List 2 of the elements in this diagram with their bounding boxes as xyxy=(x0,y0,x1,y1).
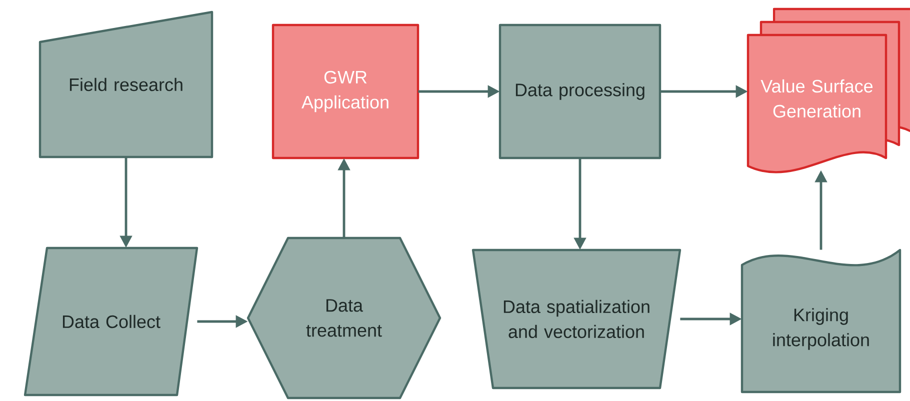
process-box: Data processing xyxy=(498,24,662,160)
process-box: GWR Application xyxy=(272,24,420,160)
